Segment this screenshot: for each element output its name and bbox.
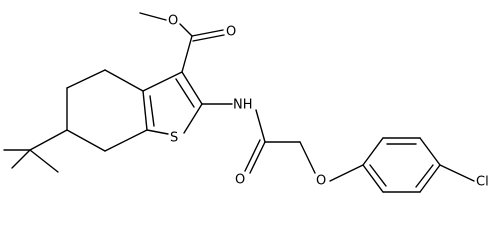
amide-nh-label: NH (233, 98, 253, 113)
bond-ar-c1-c2 (362, 137, 384, 166)
bond-methyl-oxygen (139, 12, 167, 21)
bond-nh-amide-carbon (255, 109, 266, 143)
bond-carbonyl-double-1 (191, 29, 224, 37)
bond-c7a-c3a-inner (149, 95, 155, 127)
bond-c2-s (183, 103, 203, 134)
bond-carbonyl-to-ring (181, 35, 193, 73)
aryl-ether-oxygen-label: O (316, 174, 326, 189)
ester-carbonyl-oxygen-label: O (226, 25, 236, 40)
bond-c6-quaternary (29, 129, 68, 151)
bond-tbu-methyl-2 (29, 149, 59, 173)
bond-ar-c6-c1 (362, 164, 384, 193)
ester-ether-oxygen-label: O (168, 14, 178, 29)
bond-oxygen-aryl (329, 164, 364, 182)
bond-amide-double-1 (249, 141, 266, 174)
bond-c3-c3a (142, 71, 183, 92)
bond-amide-double-2 (244, 139, 261, 172)
molecule-drawing: O O NH S O O Cl (3, 12, 489, 193)
bond-ch2-oxygen (299, 141, 316, 174)
chlorine-label: Cl (476, 175, 489, 190)
bond-s-c7a (146, 129, 169, 135)
amide-oxygen-label: O (235, 173, 245, 188)
bond-oxygen-carbonyl-carbon (179, 23, 193, 37)
structure-svg: O O NH S O O Cl (3, 12, 489, 193)
bond-c7a-c3a (142, 90, 148, 131)
bond-carbonyl-double-2 (192, 34, 225, 42)
bond-ar-c6-c1-inner (369, 164, 387, 187)
bond-c4-c5 (66, 69, 106, 89)
thiophene-sulfur-label: S (170, 131, 178, 146)
bond-aryl-chlorine (439, 164, 475, 182)
bond-c3a-c4 (104, 69, 144, 92)
bond-layer (3, 12, 475, 193)
bond-ar-c3-c4 (419, 137, 441, 166)
bond-c7-c7a (104, 129, 148, 152)
label-layer: O O NH S O O Cl (168, 14, 489, 190)
bond-tbu-methyl-1 (11, 149, 31, 169)
bond-c6-c7 (66, 129, 106, 152)
bond-ar-c4-c5 (419, 164, 441, 193)
bond-ar-c4-c5-inner (415, 164, 434, 188)
bond-c3-c2 (181, 71, 203, 105)
bond-c3-c2-inner (175, 78, 195, 108)
